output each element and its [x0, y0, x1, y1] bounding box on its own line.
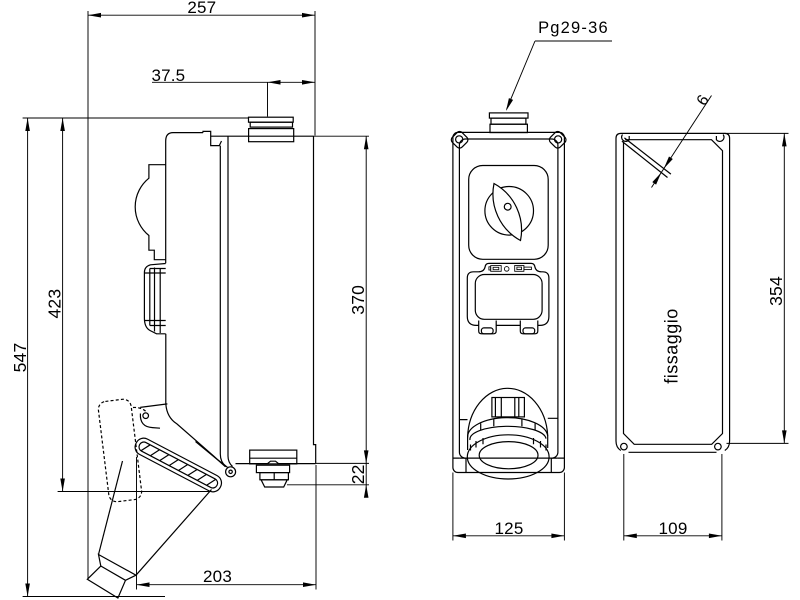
svg-text:fissaggio: fissaggio — [662, 308, 682, 384]
svg-text:370: 370 — [348, 285, 368, 315]
svg-text:22: 22 — [348, 464, 368, 484]
svg-text:423: 423 — [45, 289, 65, 319]
svg-text:109: 109 — [659, 519, 688, 538]
svg-text:547: 547 — [10, 343, 30, 373]
svg-text:37.5: 37.5 — [151, 66, 185, 85]
svg-text:203: 203 — [203, 567, 232, 586]
svg-text:354: 354 — [766, 276, 786, 306]
svg-text:125: 125 — [495, 519, 524, 538]
svg-text:Pg29-36: Pg29-36 — [538, 19, 609, 37]
svg-text:257: 257 — [187, 0, 216, 17]
